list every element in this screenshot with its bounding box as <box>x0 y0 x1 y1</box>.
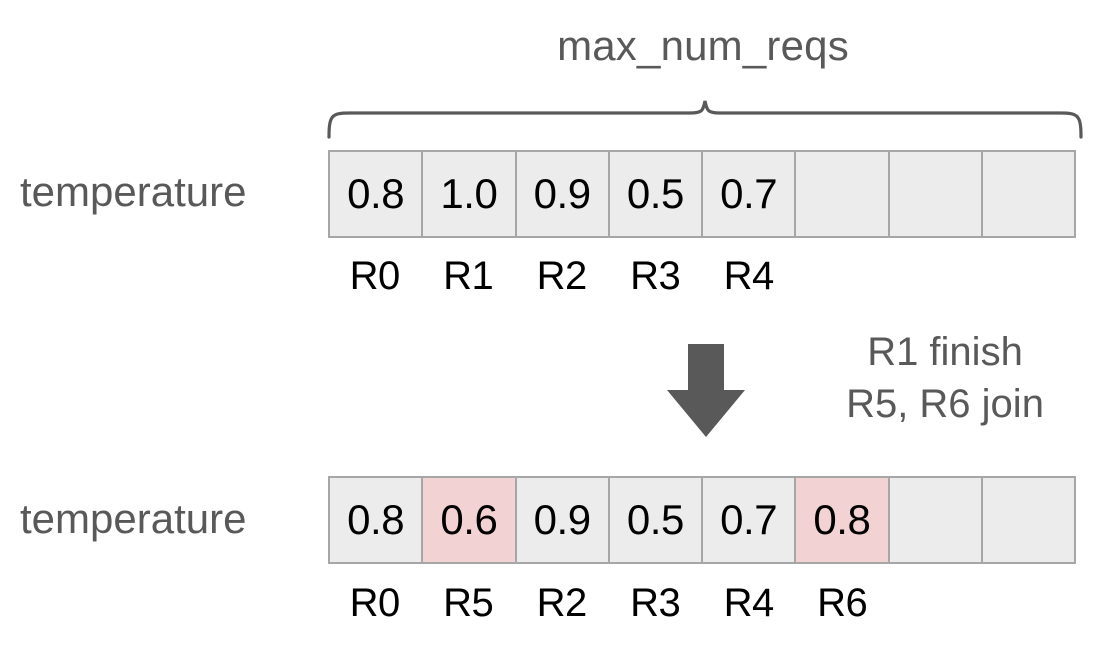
request-id-label: R5 <box>443 580 494 625</box>
temperature-row-before: 0.8 1.0 0.9 0.5 0.7 <box>328 150 1076 238</box>
request-id-label: R6 <box>817 580 868 625</box>
temperature-cell: 0.9 <box>516 478 610 562</box>
request-id-label-empty <box>796 253 890 299</box>
temperature-cell: 0.9 <box>516 152 610 236</box>
max-num-reqs-brace-icon <box>327 100 1083 139</box>
temperature-cell-empty <box>889 478 983 562</box>
request-id-label: R3 <box>630 580 681 625</box>
request-id-label: R1 <box>443 253 494 298</box>
request-id-label: R2 <box>536 580 588 625</box>
temperature-cell-highlighted: 0.8 <box>796 478 890 562</box>
max-num-reqs-label: max_num_reqs <box>557 22 849 69</box>
request-id-label-empty <box>889 580 983 626</box>
request-id-label-empty <box>983 253 1077 299</box>
request-id-row-after: R0 R5 R2 R3 R4 R6 <box>328 580 1076 626</box>
row-label-temperature-after: temperature <box>20 495 247 542</box>
temperature-cell-empty <box>889 152 983 236</box>
temperature-cell: 1.0 <box>423 152 517 236</box>
transition-note-line-1: R1 finish <box>867 330 1023 374</box>
temperature-cell-highlighted: 0.6 <box>423 478 517 562</box>
request-id-label: R4 <box>723 580 775 625</box>
request-id-label-empty <box>983 580 1077 626</box>
request-id-row-before: R0 R1 R2 R3 R4 <box>328 253 1076 299</box>
transition-note-line-2: R5, R6 join <box>846 382 1044 426</box>
temperature-cell-empty <box>982 152 1074 236</box>
temperature-cell-empty <box>796 152 890 236</box>
request-id-label: R3 <box>630 253 681 298</box>
row-label-temperature-before: temperature <box>20 168 247 215</box>
temperature-cell: 0.7 <box>703 478 797 562</box>
temperature-cell-empty <box>982 478 1074 562</box>
down-arrow-icon <box>667 344 745 437</box>
temperature-row-after: 0.8 0.6 0.9 0.5 0.7 0.8 <box>328 476 1076 564</box>
transition-note: R1 finish R5, R6 join <box>790 326 1100 430</box>
request-id-label-empty <box>889 253 983 299</box>
request-id-label: R0 <box>349 253 401 298</box>
temperature-cell: 0.5 <box>609 152 703 236</box>
request-id-label: R0 <box>349 580 401 625</box>
temperature-cell: 0.8 <box>330 478 424 562</box>
request-id-label: R2 <box>536 253 588 298</box>
temperature-cell: 0.8 <box>330 152 424 236</box>
request-id-label: R4 <box>723 253 775 298</box>
temperature-cell: 0.7 <box>703 152 797 236</box>
temperature-cell: 0.5 <box>609 478 703 562</box>
